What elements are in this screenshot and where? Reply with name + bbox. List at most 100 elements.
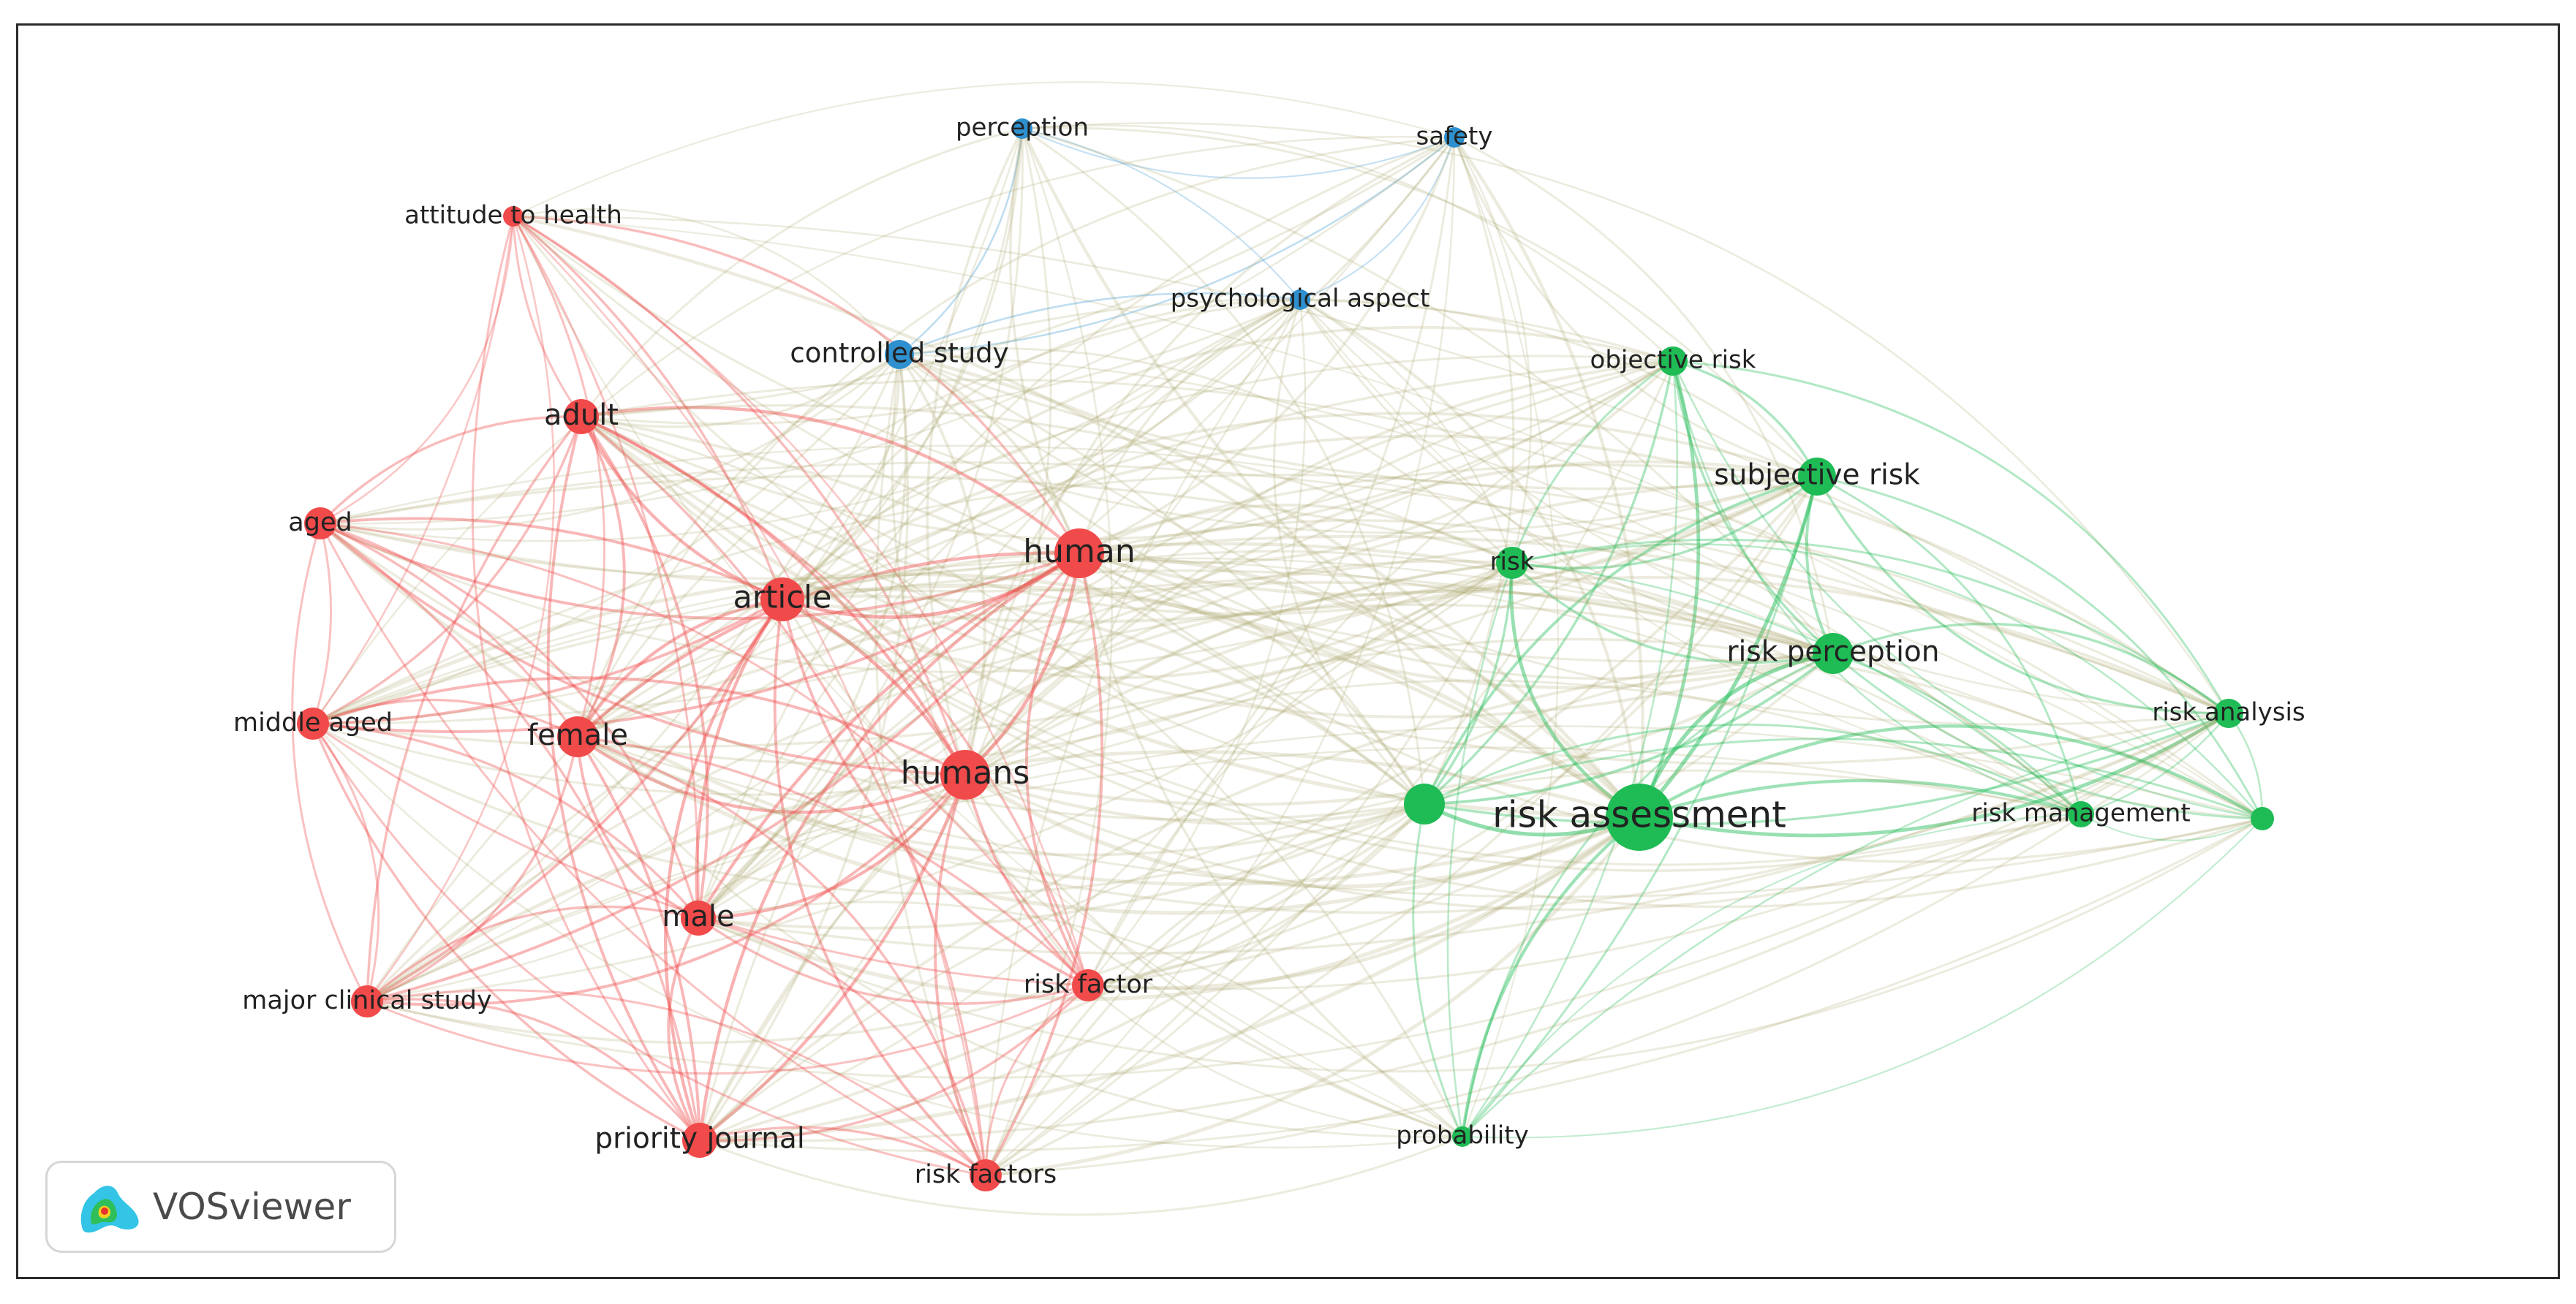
node-label-safety: safety (1416, 122, 1493, 151)
edge (366, 299, 1302, 1003)
edge (577, 580, 1834, 738)
edge (1021, 124, 1674, 362)
edge (964, 561, 1513, 776)
edge (320, 444, 2263, 820)
edge (698, 652, 1834, 1142)
edge (1021, 122, 2230, 714)
node-major-clinical-study[interactable] (351, 985, 383, 1017)
node-probability[interactable] (1452, 1126, 1473, 1147)
edge (899, 352, 1641, 819)
node-psychological-aspect[interactable] (1290, 289, 1310, 310)
edge (964, 575, 2229, 776)
edge (984, 128, 1113, 1176)
edge (320, 475, 1818, 593)
node-safety[interactable] (1444, 127, 1465, 148)
node-label-female: female (527, 719, 628, 752)
node-objective-risk[interactable] (1658, 346, 1688, 376)
edge (312, 698, 578, 738)
node-label-risk-analysis: risk analysis (2152, 698, 2305, 727)
edge (576, 735, 966, 814)
edge (1461, 476, 1818, 1138)
node-risk[interactable] (1496, 547, 1528, 579)
node-aged[interactable] (304, 507, 336, 539)
node-risk-perception[interactable] (1813, 633, 1854, 674)
edge (581, 403, 1513, 564)
edge (513, 208, 900, 355)
edge (1021, 126, 1818, 477)
edge (1079, 475, 1818, 596)
edge (576, 597, 783, 738)
edge (899, 353, 1818, 490)
edge (319, 522, 1425, 821)
edge (699, 1126, 986, 1177)
edge (698, 298, 1301, 1141)
edge (291, 523, 369, 1002)
node-label-aged: aged (288, 508, 352, 537)
edge (1087, 299, 1307, 986)
edge (576, 298, 1301, 738)
node-perception[interactable] (1012, 118, 1032, 139)
edge (512, 216, 583, 417)
edge (2080, 713, 2229, 816)
edge (1009, 128, 1081, 554)
edge (1805, 476, 1835, 654)
edge (581, 136, 1455, 418)
node-subjective-risk[interactable] (1798, 458, 1836, 496)
edge (1453, 136, 1644, 818)
node-article[interactable] (760, 577, 804, 621)
node-risk-factor[interactable] (1072, 969, 1104, 1001)
edge (699, 817, 2263, 1153)
edge (513, 216, 1463, 1137)
edge (513, 215, 967, 776)
edge (984, 803, 1425, 1176)
edge (1637, 360, 1701, 818)
edge (698, 128, 1052, 1142)
node-layer (297, 118, 2274, 1191)
edge (697, 128, 1024, 920)
node-controlled-study[interactable] (885, 340, 914, 369)
edge (898, 353, 986, 776)
edge (699, 137, 1456, 1142)
edge (985, 476, 1818, 1177)
edge (698, 803, 1425, 930)
edge (366, 989, 986, 1177)
node-risk-factors[interactable] (970, 1159, 1002, 1191)
node-risk-management[interactable] (2068, 801, 2094, 827)
edge (312, 722, 1089, 987)
node-risk-assessment[interactable] (1606, 784, 1673, 851)
edge (311, 723, 986, 1177)
edge (782, 583, 1641, 819)
node-adult[interactable] (564, 399, 599, 434)
edge (1816, 476, 2229, 715)
node-male[interactable] (681, 901, 716, 936)
edge (581, 353, 900, 428)
edge (312, 475, 1818, 748)
node-humans[interactable] (940, 750, 990, 800)
node-attitude-to-health[interactable] (503, 206, 524, 227)
edge (319, 415, 582, 525)
node-label-article: article (733, 580, 832, 616)
edge (964, 298, 1301, 776)
node-unlabeled-green[interactable] (1404, 784, 1445, 825)
node-human[interactable] (1054, 528, 1104, 578)
node-unlabeled-small[interactable] (2251, 807, 2274, 830)
node-female[interactable] (557, 716, 598, 757)
node-priority-journal[interactable] (682, 1123, 717, 1158)
edge (366, 137, 1456, 1003)
edge (1299, 299, 2263, 820)
edge (1462, 813, 2082, 1137)
edge (580, 416, 783, 602)
edge (312, 558, 2082, 816)
edge (1079, 519, 2082, 816)
edge (1078, 553, 1464, 1138)
edge (576, 136, 1455, 738)
edge (320, 522, 1513, 673)
edge (319, 523, 986, 1177)
edge (781, 128, 1024, 601)
node-middle-aged[interactable] (297, 708, 329, 740)
edge (576, 353, 900, 738)
edge (1079, 551, 1642, 819)
node-risk-analysis[interactable] (2214, 699, 2243, 728)
edge (312, 723, 1463, 1149)
